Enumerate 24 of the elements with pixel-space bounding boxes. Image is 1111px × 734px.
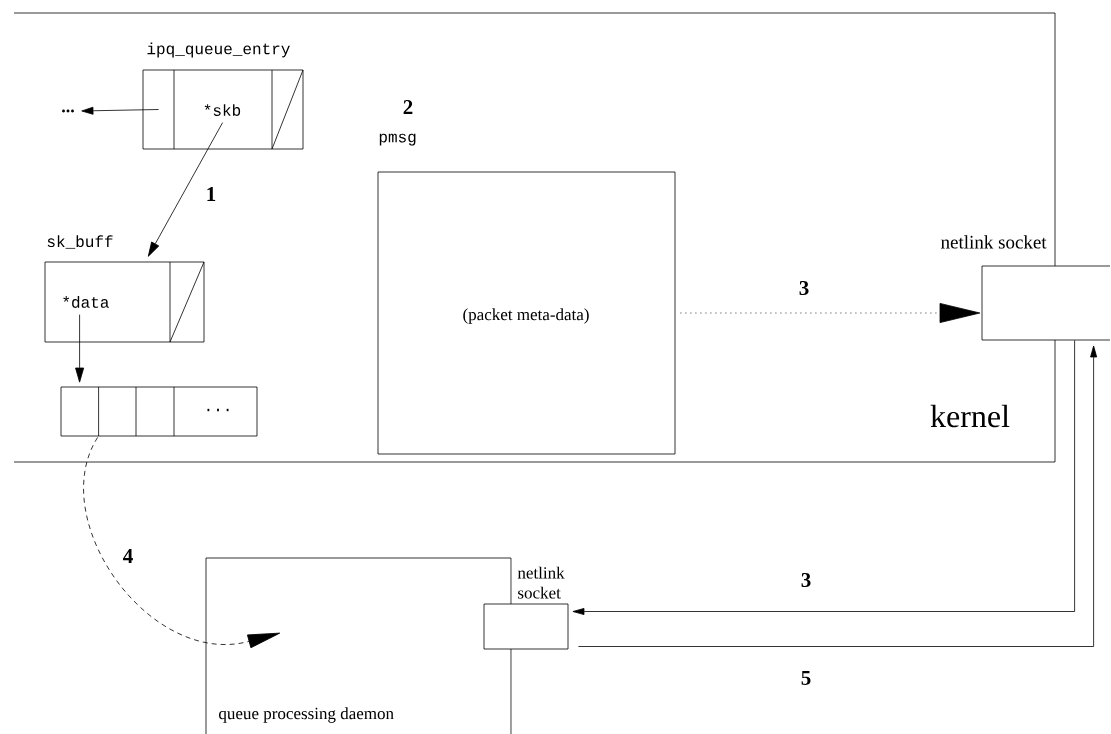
arrow: [680, 303, 981, 323]
struct-box: ipq_queue_entry *skb: [142, 42, 304, 150]
arrow: [83, 437, 281, 649]
daemon-box: queue processing daemon: [205, 557, 512, 734]
message-box: pmsg (packet meta-data): [377, 133, 676, 455]
arrow: [578, 345, 1098, 647]
node-label: sk_buff: [47, 235, 113, 249]
arrow: [81, 106, 159, 115]
edge-label: 5: [799, 670, 813, 686]
struct-box: sk_buff *data: [44, 235, 205, 343]
arrow: [75, 314, 85, 383]
socket-box: netlink socket: [941, 235, 1111, 341]
node-label: pmsg: [379, 133, 416, 146]
step-number: 2: [403, 100, 413, 114]
node-label: netlink socket: [517, 566, 565, 599]
edge-label: 3: [799, 571, 813, 589]
data-array: ...: [60, 386, 258, 437]
ellipsis-text: ...: [62, 109, 74, 113]
node-label: ipq_queue_entry: [147, 42, 290, 58]
arrow: [147, 122, 223, 257]
edge-label: 3: [797, 279, 811, 297]
edge-label: 1: [204, 186, 218, 202]
edge-label: 4: [121, 548, 135, 564]
arrow: [572, 340, 1075, 615]
